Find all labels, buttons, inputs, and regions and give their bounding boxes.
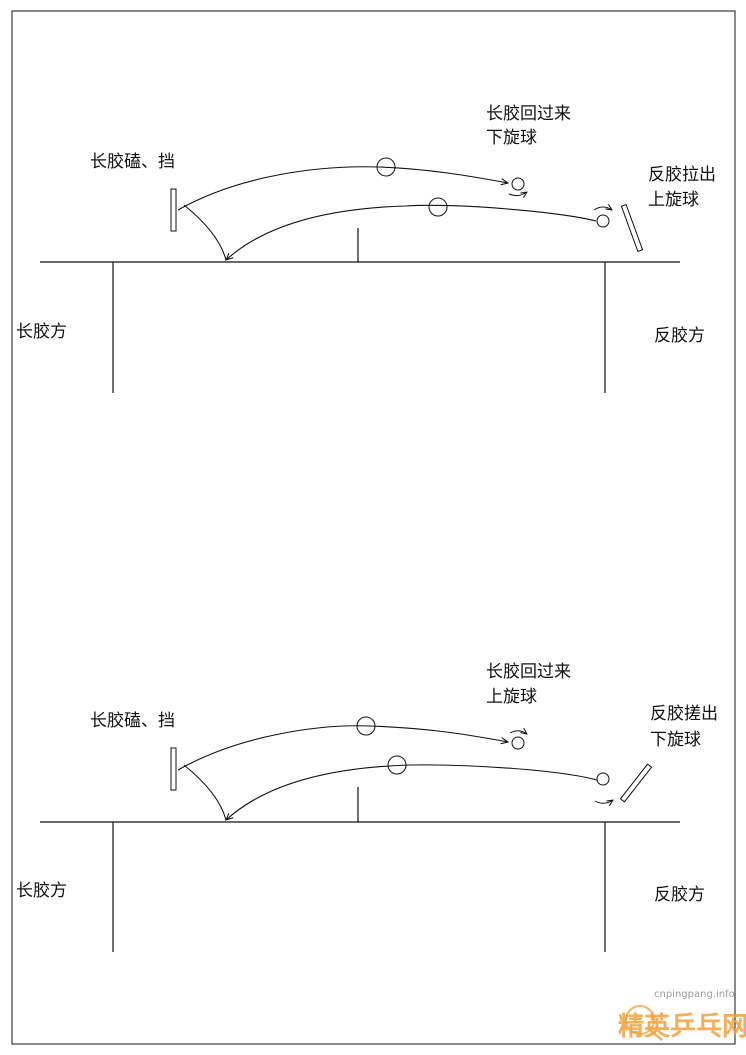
- top-diagram: [40, 157, 680, 393]
- inverted-paddle: [619, 763, 653, 803]
- top-inverted-stroke-label-line2: 上旋球: [648, 190, 699, 210]
- topspin-arrow-icon: [593, 207, 612, 210]
- backspin-arrow-icon: [508, 192, 527, 196]
- bottom-diagram: [40, 716, 680, 952]
- spin-indicator-backspin: [387, 755, 407, 775]
- spin-indicator-return: [356, 716, 376, 736]
- bottom-inverted-stroke-label-line1: 反胶搓出: [650, 704, 718, 724]
- spin-indicator-return: [376, 157, 396, 177]
- top-return-label-line2: 下旋球: [486, 128, 537, 148]
- bottom-return-label-line2: 上旋球: [486, 687, 537, 707]
- bounce-trajectory: [183, 204, 227, 261]
- backspin-arrow-icon: [594, 800, 613, 803]
- watermark-logo: [625, 1005, 663, 1041]
- bottom-inverted-stroke-label-line2: 下旋球: [650, 730, 701, 750]
- ball-backspin: [596, 772, 610, 786]
- topspin-trajectory: [226, 204, 597, 260]
- bottom-inverted-player-label: 反胶方: [654, 885, 705, 905]
- watermark-site-text: cnpingpang.info: [654, 989, 735, 1000]
- bottom-return-label-line1: 长胶回过来: [486, 662, 571, 682]
- bottom-long-pimple-stroke-label: 长胶磕、挡: [90, 711, 175, 731]
- page-border: [11, 10, 736, 1045]
- watermark-logo-text: 精英乒乓网: [618, 1012, 746, 1042]
- ball-topspin: [596, 214, 610, 228]
- inverted-paddle: [620, 203, 644, 253]
- bounce-trajectory: [183, 764, 227, 821]
- top-inverted-stroke-label-line1: 反胶拉出: [648, 165, 716, 185]
- backspin-trajectory: [226, 764, 598, 820]
- top-long-pimple-player-label: 长胶方: [16, 322, 67, 342]
- spin-indicator-topspin: [428, 197, 448, 217]
- ball-return: [511, 736, 525, 750]
- topspin-arrow-icon: [509, 731, 527, 734]
- top-return-label-line1: 长胶回过来: [486, 104, 571, 124]
- top-inverted-player-label: 反胶方: [654, 326, 705, 346]
- ball-return: [511, 177, 525, 191]
- bottom-long-pimple-player-label: 长胶方: [16, 881, 67, 901]
- return-trajectory: [177, 166, 508, 211]
- long-pimple-paddle: [170, 188, 177, 232]
- top-long-pimple-stroke-label: 长胶磕、挡: [90, 152, 175, 172]
- return-trajectory: [177, 725, 508, 771]
- ping-pong-paddle-icon: [625, 1005, 655, 1035]
- long-pimple-paddle: [170, 747, 177, 791]
